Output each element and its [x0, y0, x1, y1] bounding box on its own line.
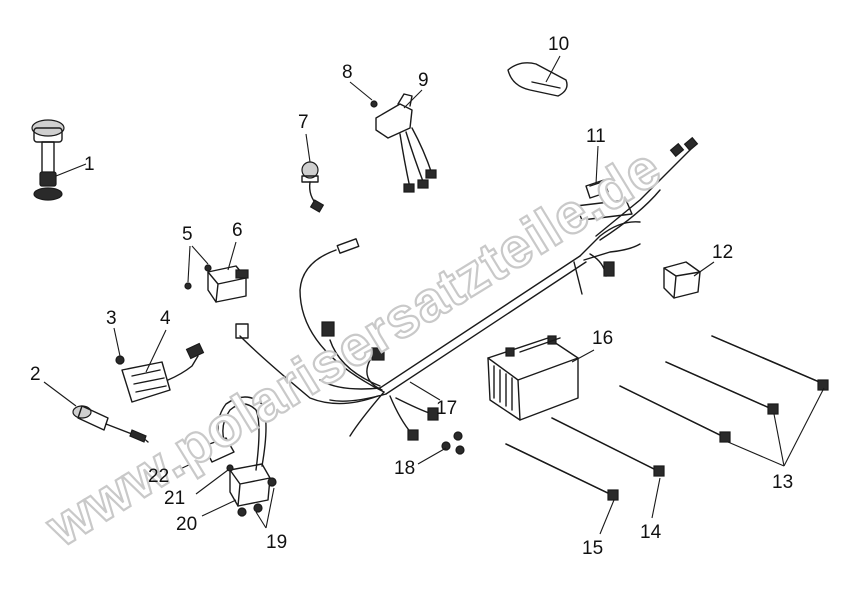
part-2-sensor [72, 405, 149, 443]
callout-21: 21 [164, 488, 185, 509]
callout-10: 10 [548, 34, 569, 55]
callout-22: 22 [148, 466, 169, 487]
callout-8: 8 [342, 62, 353, 83]
callout-19: 19 [266, 532, 287, 553]
callout-5: 5 [182, 224, 193, 245]
part-15-strap [505, 443, 619, 501]
callout-16: 16 [592, 328, 613, 349]
callout-11: 11 [586, 126, 606, 147]
part-21-washer [226, 464, 234, 472]
watermark-text: www.polarisersatzteile.de [34, 135, 671, 559]
callout-18: 18 [394, 458, 415, 479]
part-3-screw [115, 355, 125, 365]
part-20-ignition-coil [217, 396, 271, 507]
callout-6: 6 [232, 220, 243, 241]
part-18-nuts [441, 431, 465, 455]
callout-15: 15 [582, 538, 603, 559]
part-13-straps [619, 335, 829, 443]
part-19-screws [237, 477, 277, 517]
callout-labels: 1 2 3 4 5 6 7 8 9 10 11 12 13 14 15 16 1… [30, 34, 793, 559]
callout-4: 4 [160, 308, 171, 329]
callout-20: 20 [176, 514, 197, 535]
callout-14: 14 [640, 522, 662, 543]
callout-1: 1 [84, 154, 95, 175]
part-9-regulator [375, 93, 437, 193]
part-12-relay [663, 261, 701, 299]
callout-2: 2 [30, 364, 41, 385]
part-22-plug-cap [203, 437, 235, 463]
part-6-relay-box [207, 265, 249, 303]
part-5-screws [184, 264, 212, 290]
part-4-relay [121, 342, 205, 403]
part-16-battery [487, 335, 579, 421]
part-14-strap [551, 417, 665, 477]
callout-12: 12 [712, 242, 733, 263]
part-10-cover [507, 62, 568, 97]
callout-9: 9 [418, 70, 429, 91]
callout-3: 3 [106, 308, 117, 329]
leader-lines [43, 55, 825, 535]
part-8-screw [370, 100, 378, 108]
part-7-bulb [301, 161, 325, 213]
part-17-wiring-harness [235, 136, 699, 441]
callout-7: 7 [298, 112, 309, 133]
part-1-key-switch [31, 119, 65, 201]
callout-13: 13 [772, 472, 793, 493]
callout-17: 17 [436, 398, 457, 419]
